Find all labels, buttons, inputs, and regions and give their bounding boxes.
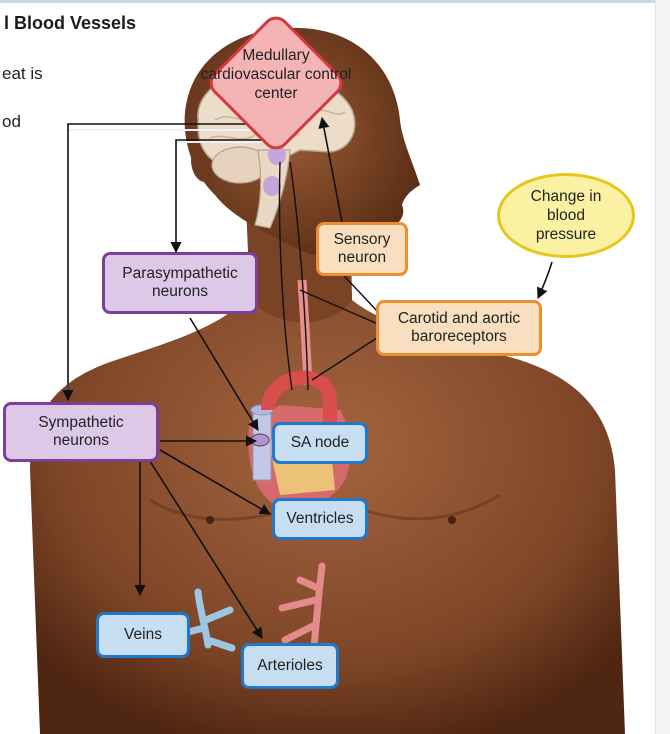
- control-center-label: Medullary cardiovascular control center: [200, 47, 352, 102]
- top-border: [0, 0, 670, 3]
- arrow-para-sa: [189, 317, 259, 431]
- line-medulla-descending: [289, 161, 309, 391]
- medulla-nucleus: [268, 145, 286, 165]
- aortic-arch: [261, 370, 337, 440]
- section-heading: l Blood Vessels: [4, 13, 137, 33]
- sympathetic-label: Sympathetic neurons: [38, 414, 124, 449]
- baroreceptors-label: Carotid and aortic baroreceptors: [397, 310, 521, 345]
- sympathetic-box: Sympathetic neurons: [3, 402, 159, 462]
- stimulus-label: Change in blood pressure: [530, 188, 602, 243]
- arterioles-label: Arterioles: [257, 657, 323, 674]
- baroreceptors-box: Carotid and aortic baroreceptors: [376, 300, 542, 356]
- vertical-scrollbar[interactable]: [655, 0, 670, 734]
- arrow-symp-ventricles: [159, 449, 271, 515]
- stimulus-oval: Change in blood pressure: [497, 173, 635, 258]
- vein-illustration: [184, 588, 236, 652]
- ventricles-label: Ventricles: [286, 510, 354, 527]
- line-baroreceptor-carotid: [299, 289, 379, 325]
- parasympathetic-box: Parasympathetic neurons: [102, 252, 258, 314]
- medulla-nucleus: [263, 176, 281, 196]
- veins-label: Veins: [124, 626, 162, 643]
- line-baroreceptor-sensory: [343, 275, 379, 313]
- sa-node-marker: [250, 433, 270, 447]
- sa-node-box: SA node: [272, 422, 368, 464]
- sensory-neuron-label: Sensory neuron: [333, 231, 391, 266]
- arrow-stimulus: [537, 261, 553, 300]
- medullary-control-center: Medullary cardiovascular control center: [199, 6, 353, 160]
- arrow-sensory: [318, 116, 343, 223]
- text-fragment: eat is: [2, 64, 43, 83]
- sensory-neuron-box: Sensory neuron: [316, 222, 408, 276]
- line-baroreceptor-aorta: [311, 335, 381, 381]
- arterioles-box: Arterioles: [241, 643, 339, 689]
- parasympathetic-label: Parasympathetic neurons: [122, 265, 238, 300]
- arrow-parasympathetic-path: [170, 139, 290, 254]
- text-fragment: od: [2, 112, 21, 131]
- arrow-sympathetic-path: [62, 123, 296, 402]
- line-medulla-descending: [278, 161, 293, 391]
- sa-node-label: SA node: [290, 434, 350, 451]
- arteriole-illustration: [278, 562, 326, 652]
- arrow-symp-arterioles: [147, 457, 263, 639]
- veins-box: Veins: [96, 612, 190, 658]
- ventricles-box: Ventricles: [272, 498, 368, 540]
